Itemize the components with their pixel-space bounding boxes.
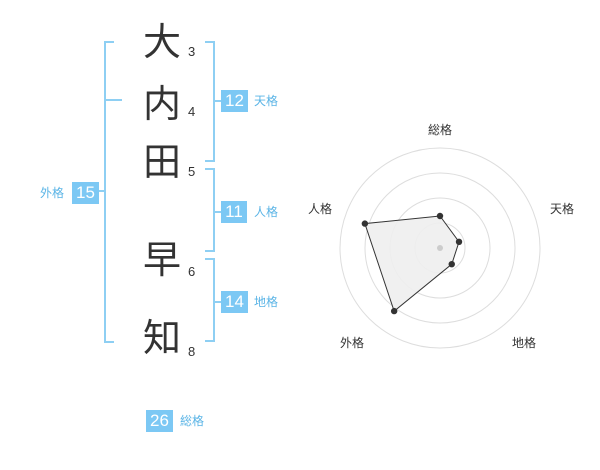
gaikaku-label: 外格 xyxy=(40,186,65,200)
tenkaku-badge: 12 xyxy=(221,90,248,112)
stroke-count-2: 4 xyxy=(188,104,196,119)
chikaku-badge: 14 xyxy=(221,291,248,313)
soukaku-badge: 26 xyxy=(146,410,173,432)
jinkaku-badge: 11 xyxy=(221,201,247,223)
tenkaku-bracket-connector xyxy=(213,100,221,102)
radar-axis-label-tenkaku: 天格 xyxy=(550,201,574,216)
gaikaku-bracket-connector xyxy=(98,190,106,192)
jinkaku-bracket xyxy=(205,168,215,252)
stroke-count-4: 6 xyxy=(188,264,196,279)
tenkaku-label: 天格 xyxy=(254,94,279,108)
stroke-count-1: 3 xyxy=(188,44,196,59)
chikaku-bracket xyxy=(205,258,215,342)
jinkaku-label: 人格 xyxy=(254,205,279,219)
radar-point-3 xyxy=(448,260,455,268)
name-char-2: 内 xyxy=(142,82,181,126)
radar-point-2 xyxy=(455,238,463,246)
radar-point-4 xyxy=(390,307,398,315)
stroke-count-3: 5 xyxy=(188,164,196,179)
jinkaku-bracket-connector xyxy=(213,211,221,213)
soukaku-label: 総格 xyxy=(180,414,205,428)
stroke-count-5: 8 xyxy=(188,344,196,359)
name-char-1: 大 xyxy=(142,20,181,64)
chikaku-label: 地格 xyxy=(254,295,279,309)
radar-point-5 xyxy=(361,220,369,227)
radar-point-1 xyxy=(436,212,444,220)
radar-axis-label-jinkaku: 人格 xyxy=(308,201,332,216)
radar-ring xyxy=(364,172,516,324)
name-char-5: 知 xyxy=(142,316,181,360)
gaikaku-badge: 15 xyxy=(72,182,99,204)
radar-axis-label-soukaku: 総格 xyxy=(428,122,452,137)
radar-data-polygon xyxy=(364,215,460,312)
radar-axis-label-gaikaku: 外格 xyxy=(340,335,364,350)
gaikaku-bracket xyxy=(104,41,114,343)
gaikaku-bracket-tick xyxy=(104,99,122,101)
name-char-3: 田 xyxy=(142,140,181,184)
radar-data-points xyxy=(361,212,463,315)
radar-ring xyxy=(339,147,541,349)
radar-center-dot xyxy=(437,245,443,251)
name-char-4: 早 xyxy=(142,238,181,282)
radar-axis-label-chikaku: 地格 xyxy=(512,335,536,350)
chikaku-bracket-connector xyxy=(213,301,221,303)
